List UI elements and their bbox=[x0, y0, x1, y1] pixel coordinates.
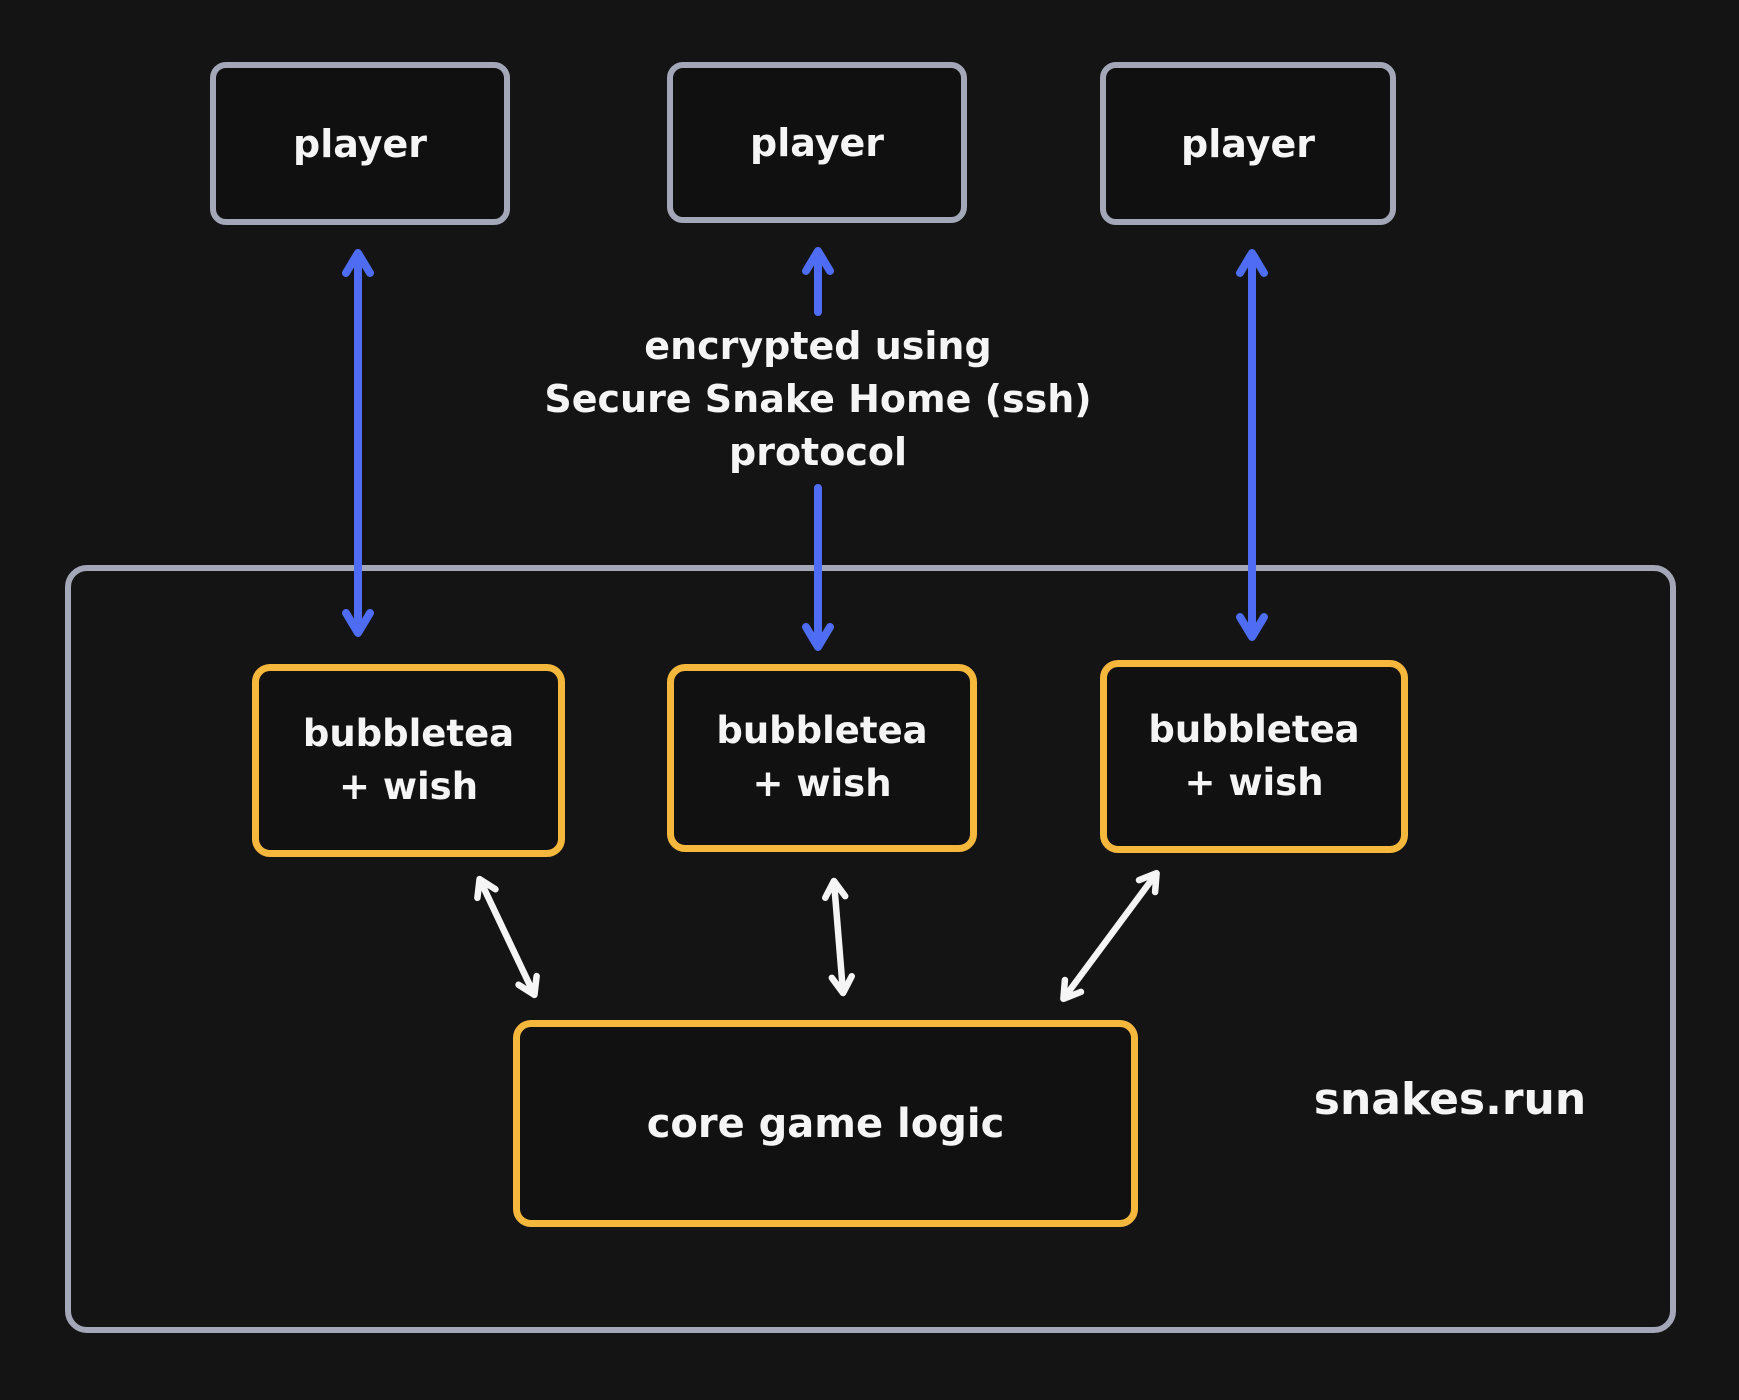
frontend-node-line-2: + wish bbox=[1184, 760, 1324, 804]
player-node-label: player bbox=[1181, 121, 1315, 166]
server-name-label: snakes.run bbox=[1313, 1073, 1587, 1125]
player-node-1: player bbox=[210, 62, 510, 225]
ssh-note-line-3: protocol bbox=[729, 430, 907, 474]
player-node-label: player bbox=[750, 120, 884, 165]
frontend-node-line-2: + wish bbox=[338, 764, 479, 808]
frontend-node-3: bubbletea + wish bbox=[1100, 660, 1408, 853]
ssh-note-line-1: encrypted using bbox=[644, 324, 992, 368]
frontend-node-line-1: bubbletea bbox=[716, 709, 928, 753]
player-node-3: player bbox=[1100, 62, 1396, 225]
player-node-label: player bbox=[293, 121, 427, 166]
server-container bbox=[65, 565, 1676, 1333]
core-logic-node: core game logic bbox=[513, 1020, 1138, 1227]
ssh-note-line-2: Secure Snake Home (ssh) bbox=[544, 377, 1092, 421]
frontend-node-line-2: + wish bbox=[752, 762, 892, 805]
frontend-node-2: bubbletea + wish bbox=[667, 664, 977, 852]
frontend-node-1: bubbletea + wish bbox=[252, 664, 565, 857]
frontend-node-line-1: bubbletea bbox=[1148, 707, 1360, 751]
ssh-protocol-note: encrypted using Secure Snake Home (ssh) … bbox=[535, 320, 1101, 479]
player-node-2: player bbox=[667, 62, 967, 223]
core-logic-label: core game logic bbox=[646, 1100, 1005, 1147]
frontend-node-line-1: bubbletea bbox=[302, 711, 515, 755]
